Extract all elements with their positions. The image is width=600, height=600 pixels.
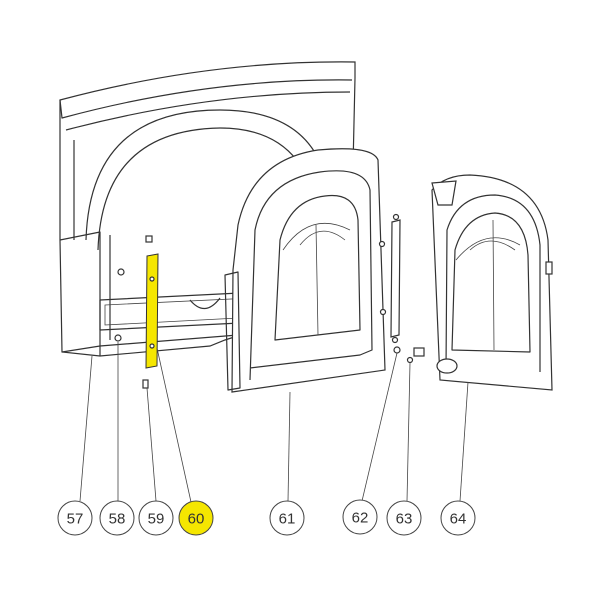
callout-label: 58	[109, 511, 126, 528]
callout-61[interactable]: 61	[269, 500, 305, 536]
callout-label: 63	[396, 511, 413, 528]
callout-63[interactable]: 63	[386, 500, 422, 536]
part-61-door-frame[interactable]	[224, 148, 386, 393]
callout-label: 64	[450, 511, 467, 528]
callout-58[interactable]: 58	[99, 500, 135, 536]
leader-lines	[79, 342, 469, 503]
part-64-door[interactable]	[431, 174, 553, 391]
callout-label: 62	[352, 510, 369, 527]
callout-62[interactable]: 62	[342, 499, 378, 535]
callout-label: 59	[148, 511, 165, 528]
callout-64[interactable]: 64	[440, 500, 476, 536]
callout-57[interactable]: 57	[57, 500, 93, 536]
callout-label: 57	[67, 511, 84, 528]
callout-label: 60	[188, 511, 205, 528]
part-63-latch[interactable]	[406, 347, 425, 364]
callout-59[interactable]: 59	[138, 500, 174, 536]
part-59-pins[interactable]	[142, 235, 153, 389]
callout-label: 61	[279, 511, 296, 528]
part-60-highlighted-bar[interactable]	[145, 253, 159, 369]
callout-60[interactable]: 60	[178, 500, 214, 536]
part-62-hinge[interactable]	[378, 213, 401, 354]
